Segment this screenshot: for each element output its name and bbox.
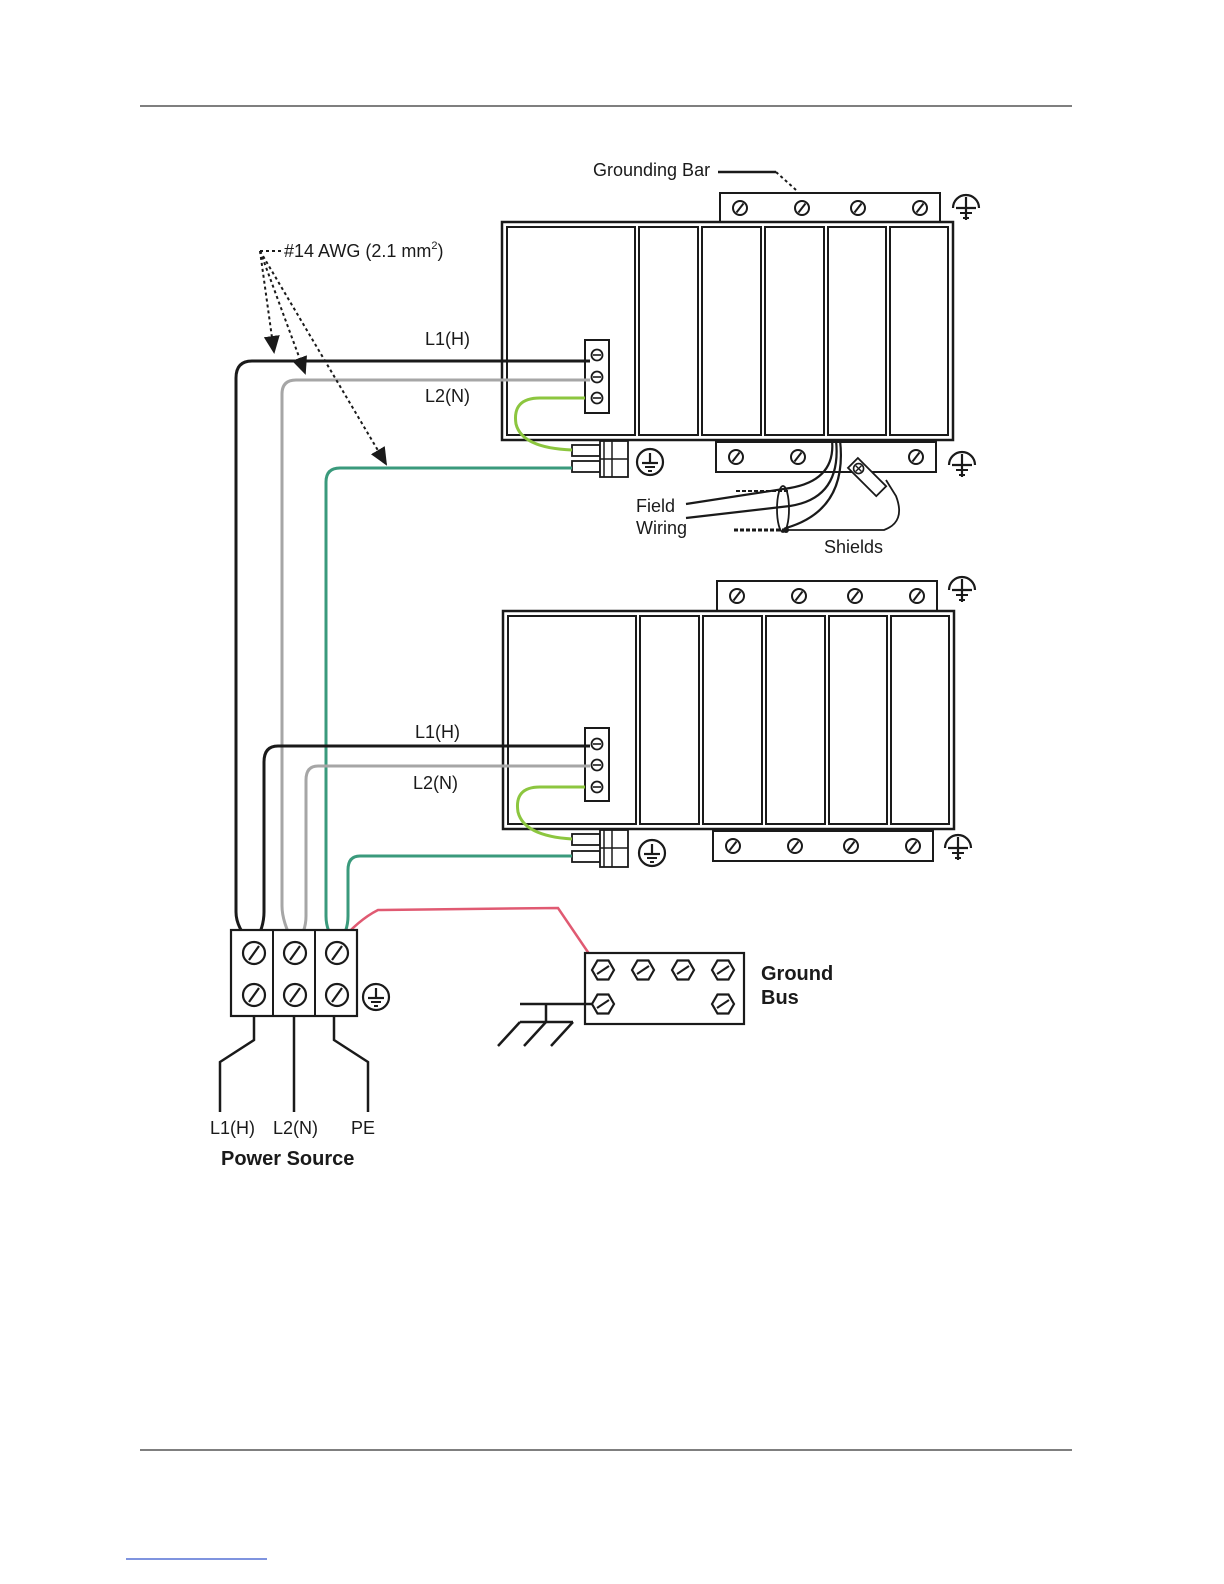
- hex-bolt-icon: [592, 995, 614, 1014]
- rack2-l2-label: L2(N): [413, 773, 458, 793]
- hex-bolt-icon: [592, 961, 614, 980]
- bus-label: Bus: [761, 987, 799, 1009]
- ground-symbol-icon: [363, 984, 389, 1010]
- ps-l2-label: L2(N): [273, 1118, 318, 1138]
- screw-terminal-icon: [326, 942, 348, 964]
- power-source-label: Power Source: [221, 1148, 354, 1170]
- hex-bolt-icon: [632, 961, 654, 980]
- awg-pointers: [260, 251, 386, 464]
- power-source-terminal-block: [220, 930, 389, 1112]
- rack2-top-grounding-bar: [717, 581, 937, 611]
- ground-symbol-icon: [949, 577, 975, 602]
- earth-ground-icon: [498, 1004, 592, 1046]
- ground-symbol-icon: [637, 449, 663, 475]
- hex-bolt-icon: [712, 961, 734, 980]
- rack-2: [503, 577, 975, 867]
- field-label: Field: [636, 496, 675, 516]
- shields-label: Shields: [824, 537, 883, 557]
- ps-l1-label: L1(H): [210, 1118, 255, 1138]
- ground-symbol-icon: [953, 195, 979, 220]
- ground-bus: [498, 953, 744, 1046]
- screw-terminal-icon: [243, 942, 265, 964]
- ground-symbol-icon: [639, 840, 665, 866]
- ps-pe-label: PE: [351, 1118, 375, 1138]
- rack1-l2-label: L2(N): [425, 386, 470, 406]
- ground-label: Ground: [761, 963, 833, 985]
- hex-bolt-icon: [712, 995, 734, 1014]
- grounding-bar-leader: [718, 172, 796, 190]
- screw-terminal-icon: [284, 942, 306, 964]
- wiring-label: Wiring: [636, 518, 687, 538]
- rack2-bottom-grounding-bar: [713, 831, 933, 861]
- ground-symbol-icon: [949, 452, 975, 477]
- rack1-top-grounding-bar: [720, 193, 940, 223]
- rack1-l1-label: L1(H): [425, 329, 470, 349]
- hex-bolt-icon: [672, 961, 694, 980]
- rack2-l1-label: L1(H): [415, 722, 460, 742]
- screw-terminal-icon: [326, 984, 348, 1006]
- rack-1: [502, 193, 979, 477]
- screw-terminal-icon: [284, 984, 306, 1006]
- ground-symbol-icon: [945, 835, 971, 860]
- grounding-bar-label: Grounding Bar: [593, 160, 710, 180]
- awg-label: #14 AWG (2.1 mm2): [284, 240, 444, 261]
- screw-terminal-icon: [243, 984, 265, 1006]
